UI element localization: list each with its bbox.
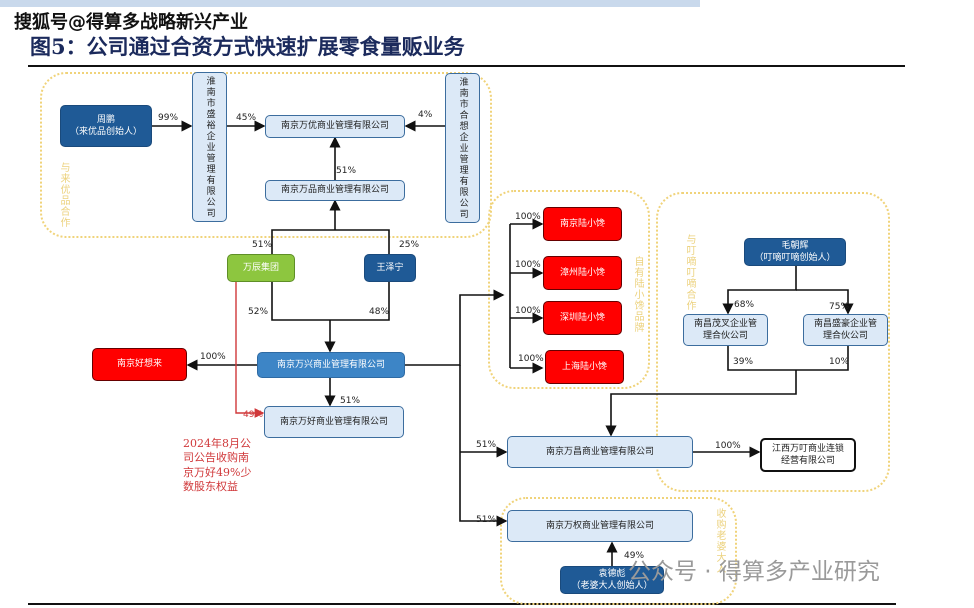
pct-label: 51% xyxy=(252,240,273,250)
node-wanchen: 万辰集团 xyxy=(227,254,295,282)
node-wanhao: 南京万好商业管理有限公司 xyxy=(264,406,404,438)
node-zhoupeng: 周鹏 （来优品创始人） xyxy=(60,105,152,147)
pct-label: 100% xyxy=(200,352,226,362)
source-watermark: 搜狐号@得算多战略新兴产业 xyxy=(14,12,248,33)
pct-label: 49% xyxy=(624,551,645,561)
group-laopo xyxy=(500,497,737,605)
acquisition-note: 2024年8月公司公告收购南京万好49%少数股东权益 xyxy=(183,437,252,493)
node-maochaohui: 毛朝辉 （叮嘀叮嘀创始人） xyxy=(744,238,846,266)
pct-label: 49% xyxy=(243,410,264,420)
node-lu-shanghai: 上海陆小馋 xyxy=(545,350,624,384)
node-wanchang: 南京万昌商业管理有限公司 xyxy=(507,436,693,468)
pct-label: 39% xyxy=(733,357,754,367)
node-shengyu: 淮南市盛裕企业管理有限公司 xyxy=(192,72,227,222)
group-laiyoupin xyxy=(40,72,492,238)
group-label: 与叮嘀叮嘀合作 xyxy=(684,234,695,311)
group-luxiaochan xyxy=(488,190,650,389)
node-wangzening: 王泽宁 xyxy=(364,254,416,282)
group-dingdi xyxy=(656,192,890,492)
top-rule xyxy=(28,65,905,67)
node-wanxing: 南京万兴商业管理有限公司 xyxy=(257,352,405,378)
node-wanpin: 南京万品商业管理有限公司 xyxy=(265,180,405,201)
node-haoxianglai: 南京好想来 xyxy=(92,348,187,381)
group-label: 与来优品合作 xyxy=(58,162,69,228)
pct-label: 51% xyxy=(340,396,361,406)
pct-label: 51% xyxy=(336,166,357,176)
pct-label: 4% xyxy=(418,110,433,120)
node-jiangxi-wanding: 江西万叮商业连锁经营有限公司 xyxy=(760,438,856,472)
pct-label: 100% xyxy=(515,306,541,316)
top-strip xyxy=(0,0,700,7)
node-lu-zhangzhou: 漳州陆小馋 xyxy=(543,256,622,290)
node-lu-nanjing: 南京陆小馋 xyxy=(543,207,622,241)
pct-label: 48% xyxy=(369,307,390,317)
figure-title: 图5：公司通过合资方式快速扩展零食量贩业务 xyxy=(30,34,465,59)
pct-label: 100% xyxy=(515,260,541,270)
wechat-watermark: 公众号 · 得算多产业研究 xyxy=(628,559,880,585)
pct-label: 75% xyxy=(829,302,850,312)
node-wanyou: 南京万优商业管理有限公司 xyxy=(265,115,405,138)
group-label: 自有陆小馋品牌 xyxy=(632,256,643,333)
pct-label: 100% xyxy=(715,441,741,451)
pct-label: 52% xyxy=(248,307,269,317)
node-hexiang: 淮南市合想企业管理有限公司 xyxy=(445,73,480,223)
pct-label: 25% xyxy=(399,240,420,250)
node-lu-shenzhen: 深圳陆小馋 xyxy=(543,301,622,335)
pct-label: 10% xyxy=(829,357,850,367)
pct-label: 68% xyxy=(734,300,755,310)
pct-label: 100% xyxy=(515,212,541,222)
pct-label: 100% xyxy=(518,354,544,364)
node-shenghao: 南昌盛豪企业管理合伙公司 xyxy=(803,314,888,346)
pct-label: 99% xyxy=(158,113,179,123)
node-wanquan: 南京万权商业管理有限公司 xyxy=(507,510,693,542)
pct-label: 51% xyxy=(476,515,497,525)
bottom-rule xyxy=(28,603,896,605)
node-maocha: 南昌茂叉企业管理合伙公司 xyxy=(683,314,768,346)
pct-label: 45% xyxy=(236,113,257,123)
node-laopo-founder: 袁德彪 （老婆大人创始人） xyxy=(560,566,664,594)
pct-label: 51% xyxy=(476,440,497,450)
group-label: 收购老婆大人 xyxy=(714,508,725,574)
